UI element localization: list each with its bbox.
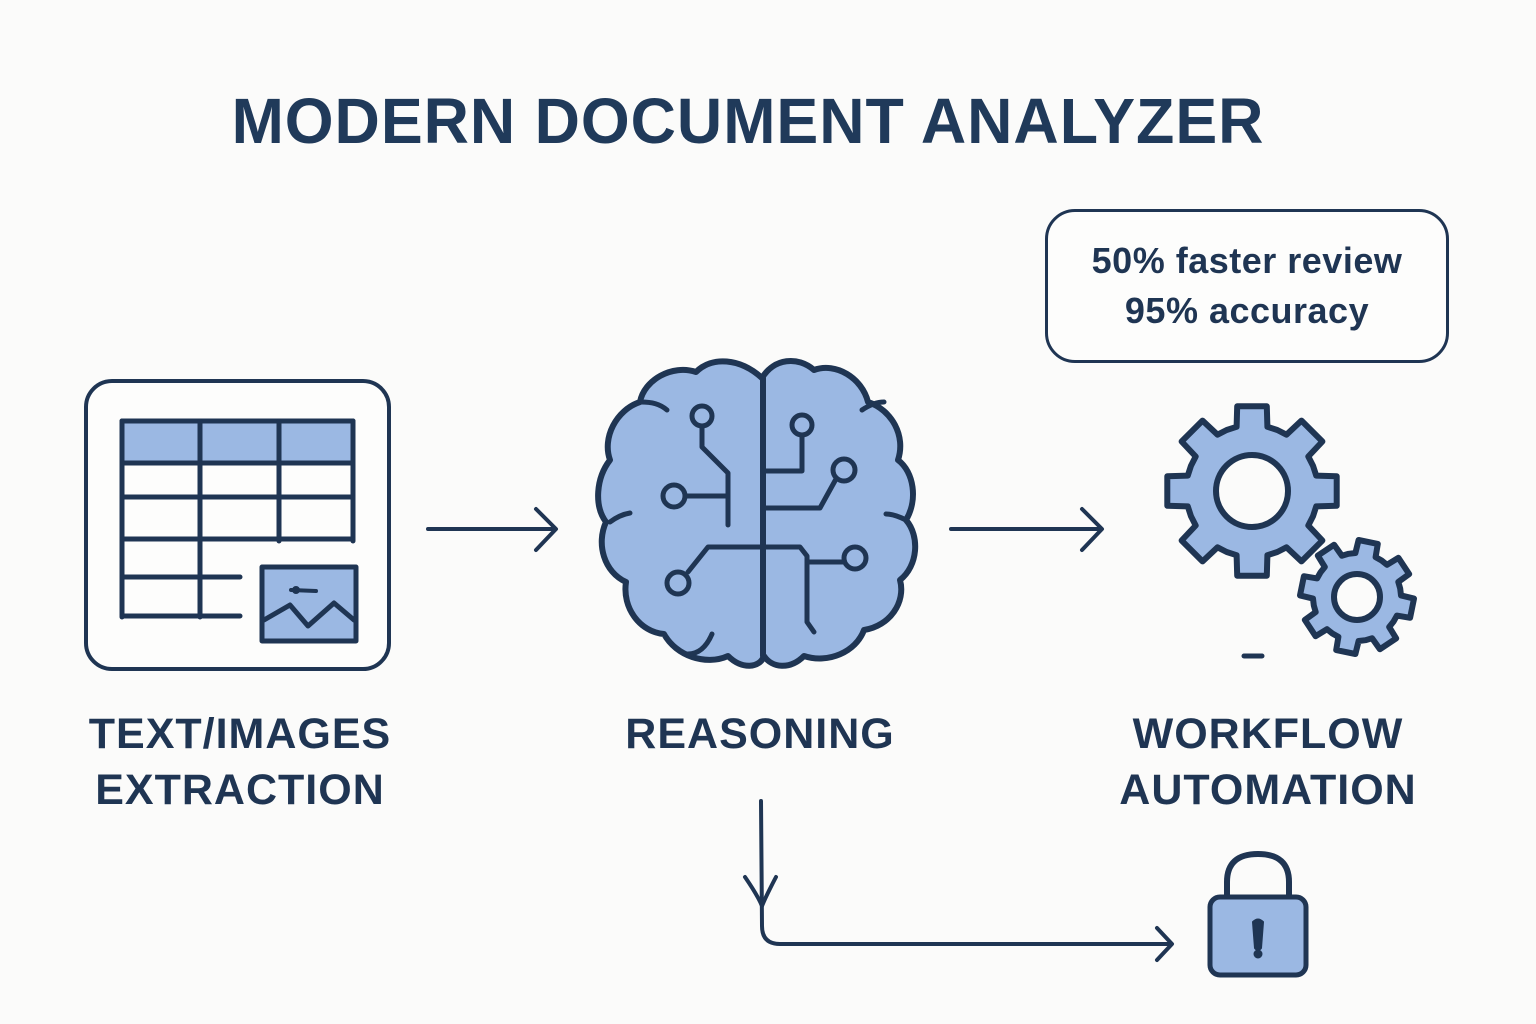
gears-icon <box>1164 403 1417 659</box>
arrow-reasoning-to-automation <box>949 507 1104 552</box>
label-line: TEXT/IMAGES <box>88 710 392 758</box>
arrow-reasoning-to-security <box>743 799 1174 962</box>
stat-accuracy: 95% accuracy <box>1124 290 1370 331</box>
label-line: WORKFLOW <box>1132 710 1404 758</box>
label-line: EXTRACTION <box>95 766 385 814</box>
small-gear-icon <box>1297 537 1417 657</box>
gear-hole <box>1331 571 1383 623</box>
brain-circuit-icon <box>595 357 919 669</box>
document-table-image-icon <box>84 379 391 671</box>
large-gear-icon <box>1164 403 1340 579</box>
stage-label-automation: WORKFLOW AUTOMATION <box>1068 706 1468 818</box>
stat-speed: 50% faster review <box>1091 240 1403 281</box>
label-line: AUTOMATION <box>1119 766 1417 814</box>
stage-label-reasoning: REASONING <box>560 706 960 762</box>
stats-callout: 50% faster review 95% accuracy <box>1045 209 1449 363</box>
arrow-extraction-to-reasoning <box>426 507 558 552</box>
padlock-icon <box>1207 851 1309 978</box>
gear-hole <box>1213 452 1291 530</box>
label-line: REASONING <box>625 710 895 758</box>
stage-label-extraction: TEXT/IMAGES EXTRACTION <box>40 706 440 818</box>
diagram-title: MODERN DOCUMENT ANALYZER <box>231 85 1265 157</box>
